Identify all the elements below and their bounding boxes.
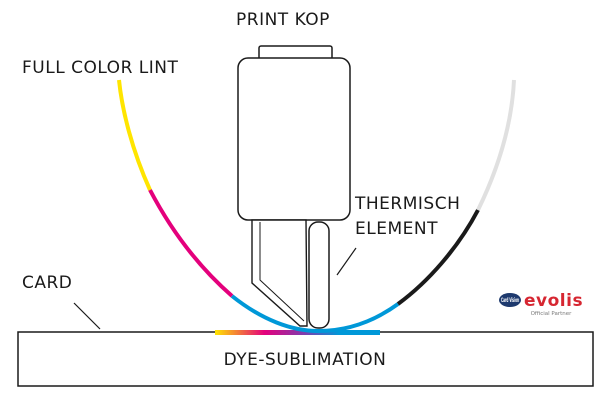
card-vision-badge-text: Card Vision xyxy=(501,297,519,304)
official-partner-text: Official Partner xyxy=(531,311,573,317)
card-vision-badge xyxy=(499,293,521,307)
ribbon-label: FULL COLOR LINT xyxy=(22,58,178,78)
ribbon-black-panel xyxy=(396,209,480,306)
thermal-element-leader xyxy=(336,247,357,276)
print-head-holder xyxy=(251,219,308,327)
ribbon-yellow-panel xyxy=(117,79,152,191)
thermal-element-label-line2: ELEMENT xyxy=(355,219,438,239)
evolis-logo-text: evolis xyxy=(524,291,583,311)
partner-logo: Card Vision evolis Official Partner xyxy=(499,291,583,317)
ribbon-overlay-panel xyxy=(476,79,516,211)
print-head xyxy=(237,45,351,329)
ribbon-cyan-panel xyxy=(230,294,400,334)
card-body xyxy=(17,331,594,387)
process-label: DYE-SUBLIMATION xyxy=(224,350,387,370)
print-head-holder-inner-line xyxy=(259,222,305,322)
transferred-dye-strip xyxy=(215,330,380,335)
print-head-label: PRINT KOP xyxy=(236,10,330,30)
thermal-element xyxy=(308,221,330,329)
ribbon-magenta-panel xyxy=(148,189,234,298)
print-head-body xyxy=(237,57,351,221)
card-leader xyxy=(73,302,101,330)
thermal-element-label-line1: THERMISCH xyxy=(354,194,460,214)
card-label: CARD xyxy=(22,273,72,293)
